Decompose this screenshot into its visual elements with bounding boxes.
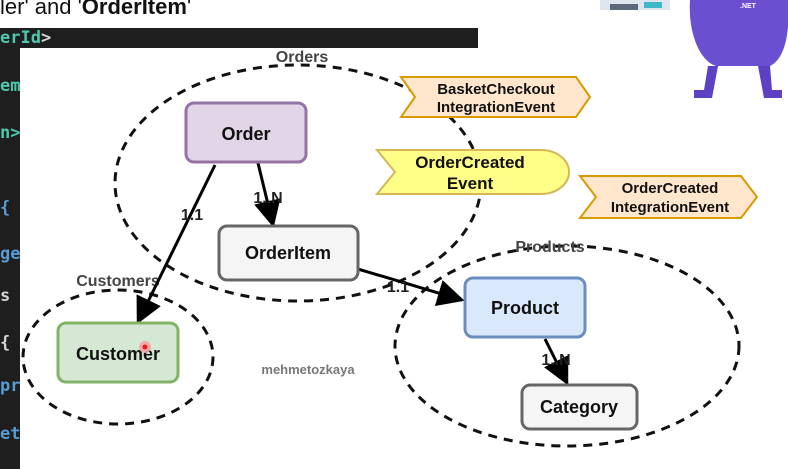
relation-label-1-1: 1.1: [181, 207, 203, 224]
order-entity[interactable]: Order: [184, 101, 308, 164]
customer-entity[interactable]: Customer: [56, 321, 180, 384]
customers-group-label: Customers: [76, 273, 160, 290]
orderitem-label: OrderItem: [245, 243, 331, 263]
relation-label-1n: 1..N: [541, 352, 570, 369]
code-line-first: erId>: [0, 28, 52, 48]
orders-group-label: Orders: [276, 49, 329, 66]
category-entity[interactable]: Category: [520, 383, 639, 431]
code-fragment: em>: [0, 76, 24, 96]
diagram-panel: [20, 48, 788, 469]
order-created-integration-event[interactable]: OrderCreated IntegrationEvent: [577, 175, 759, 219]
code-fragment: {: [0, 333, 11, 353]
basket-checkout-line2: IntegrationEvent: [437, 99, 555, 116]
order-label: Order: [221, 124, 270, 144]
basket-checkout-integration-event[interactable]: BasketCheckout IntegrationEvent: [399, 76, 592, 118]
products-boundary: [393, 244, 741, 448]
product-entity[interactable]: Product: [463, 276, 587, 339]
mascot-label: .NET: [740, 3, 757, 10]
order-created-int-line1: OrderCreated: [622, 180, 719, 197]
watermark-text: mehmetozkaya: [261, 362, 355, 377]
orderitem-entity[interactable]: OrderItem: [217, 224, 360, 282]
slide-title: ler' and 'OrderItem': [0, 0, 192, 19]
customer-label: Customer: [76, 344, 160, 364]
code-fragment: n>: [0, 123, 21, 143]
customers-boundary: [21, 288, 215, 426]
order-created-event[interactable]: OrderCreated Event: [374, 149, 570, 195]
product-category-relation: [543, 338, 569, 386]
order-customer-relation: [136, 164, 217, 325]
relation-label-1-1: 1.1: [387, 279, 409, 296]
basket-checkout-line1: BasketCheckout: [437, 81, 555, 98]
dotnet-mascot-icon: .NET: [600, 0, 788, 98]
products-group-label: Products: [515, 239, 584, 256]
code-fragment: pr: [0, 376, 21, 396]
order-created-int-line2: IntegrationEvent: [611, 199, 729, 216]
code-fragment: { g: [0, 198, 24, 218]
relation-label-1n: 1..N: [253, 190, 282, 207]
order-created-line2: Event: [447, 174, 494, 193]
product-label: Product: [491, 298, 559, 318]
category-label: Category: [540, 397, 618, 417]
code-fragment: get: [0, 244, 24, 264]
code-fragment: s {: [0, 286, 24, 306]
order-orderitem-relation: [254, 162, 281, 228]
order-created-line1: OrderCreated: [415, 153, 525, 172]
orderitem-product-relation: [357, 267, 465, 306]
cursor-dot: [142, 344, 148, 350]
code-fragment: et;: [0, 424, 24, 444]
